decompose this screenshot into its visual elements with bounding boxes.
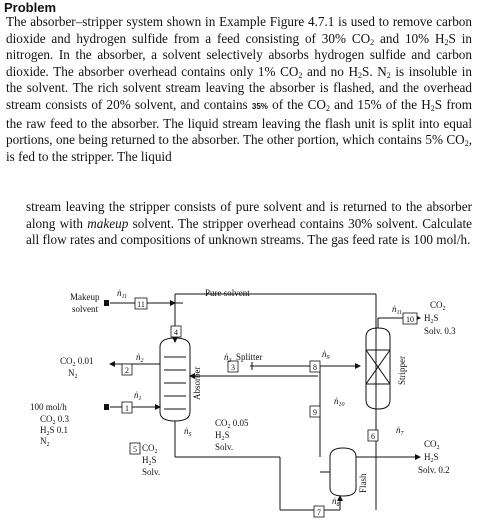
splitter-label: Splitter [236,352,263,362]
process-flow-diagram: 11 4 2 1 5 3 8 9 6 7 10 Makeup solvent P… [30,288,456,518]
stream-6-number: 6 [371,432,375,441]
feed-rate-label: 100 mol/h [30,402,67,412]
n2-symbol: ṅ2 [136,352,144,364]
n8-symbol: ṅ9 [322,349,330,361]
splitter-symbol [250,362,262,370]
n3-symbol: ṅ3 [224,352,232,364]
absorber-label: Absorber [192,367,202,401]
feed-n2: N2 [40,436,50,448]
stripper-column [365,327,391,410]
n5-symbol: ṅ5 [184,426,192,438]
stream10-co2: CO2 [430,300,446,312]
pure-solvent-label: Pure solvent [205,288,250,298]
stream6-co2: CO2 [424,439,440,451]
stream-2-number: 2 [125,366,129,375]
n11-symbol: ṅ11 [117,288,127,300]
stream-7-number: 7 [317,508,321,517]
n7-symbol: ṅ8 [332,496,340,508]
flash-drum [329,447,357,497]
stream5-solv: Solv. [142,467,160,477]
stream10-h2s: H2S [424,313,439,325]
stream-9-number: 9 [313,408,317,417]
stream6-solv: Solv. 0.2 [418,465,450,475]
stream3-h2s: H2S [215,430,230,442]
n1-symbol: ṅ1 [134,390,142,402]
stream-10-number: 10 [406,315,414,324]
feed-co2: CO2 0.3 [40,414,70,426]
flash-label: Flash [358,473,368,493]
top-left-gas-n2: N2 [68,368,78,380]
feed-h2s: H2S 0.1 [40,425,68,437]
stream6-h2s: H2S [424,452,439,464]
stream-3-number: 3 [231,363,235,372]
n9-symbol: ṅ10 [334,396,345,408]
stripper-label: Stripper [397,356,407,385]
stream5-h2s: H2S [142,455,157,467]
n6-symbol: ṅ7 [396,425,405,437]
stream10-solv: Solv. 0.3 [424,326,456,336]
stream3-co2: CO2 0.05 [215,418,249,430]
feed-source-marker [104,404,109,410]
stream-4-number: 4 [174,328,178,337]
stream-11-number: 11 [137,300,145,309]
makeup-source-marker [104,300,109,306]
n10-symbol: ṅ11 [392,304,402,316]
problem-paragraph-1: The absorber–stripper system shown in Ex… [6,14,472,164]
stream3-solv: Solv. [215,442,233,452]
makeup-label-2: solvent [72,304,98,314]
makeup-label: Makeup [70,292,100,302]
top-left-gas-co2: CO2 0.01 [60,356,94,368]
absorber-column [159,337,191,422]
problem-paragraph-2: stream leaving the stripper consists of … [26,199,472,248]
stream-1-number: 1 [125,404,129,413]
stream-8-number: 8 [313,363,317,372]
problem-heading: Problem [4,0,57,15]
stream-5-number: 5 [133,445,137,454]
stream5-co2: CO2 [142,443,158,455]
